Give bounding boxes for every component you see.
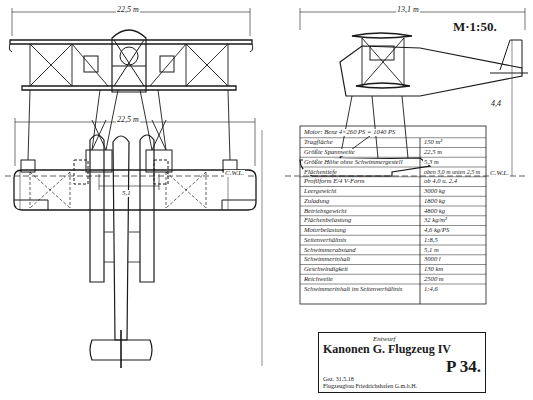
table-cell: Schwimmerinhalt im Seitenverhältnis: [303, 286, 403, 293]
table-cell: Größte Spannweite: [303, 149, 356, 156]
table-cell: Flächenbelastung: [303, 217, 352, 224]
title-block: EntwurfKanonen G. Flugzeug IVP 34.Gez. 3…: [318, 332, 486, 393]
dimension-label: C.W.L.: [224, 170, 245, 177]
table-cell: Zuladung: [303, 198, 330, 205]
front-view: [5, 8, 255, 190]
table-value: 5,3 m: [423, 159, 440, 166]
dimension-label: 13,1 m: [396, 6, 420, 14]
table-rule: [300, 147, 486, 148]
dimension-label: 5,1: [121, 190, 132, 197]
table-cell: Betriebsgewicht: [303, 208, 347, 215]
table-rule: [300, 206, 486, 207]
title-text: Kanonen G. Flugzeug IV: [323, 343, 481, 357]
table-cell: Tragfläche: [303, 139, 334, 146]
table-rule: [300, 284, 486, 285]
table-value: 32 kg/m²: [423, 217, 448, 224]
table-value: 2500 m: [423, 276, 445, 283]
dimension-label: 22,5 m: [116, 6, 140, 14]
table-value: ob 4,0 u. 2,4: [423, 178, 458, 185]
table-cell: Größte Höhe ohne Schwimmergestell: [303, 159, 403, 166]
table-value: 5,1 m: [423, 247, 440, 254]
table-rule: [300, 235, 486, 236]
table-value: oben 3,0 m unten 2,5 m: [423, 169, 481, 175]
top-view: [14, 118, 262, 368]
table-rule: [300, 137, 486, 138]
table-cell: Schwimmerinhalt: [303, 256, 351, 263]
dimension-label: C.W.L.: [489, 170, 510, 177]
side-view: [285, 8, 528, 176]
drawing-number: P 34.: [323, 357, 481, 377]
table-cell: Leergewicht: [303, 188, 337, 195]
dimension-label: 22,5 m: [116, 116, 140, 124]
scale-note: M·1:50.: [452, 20, 498, 33]
table-value: 1:4,6: [423, 286, 439, 293]
title-text: Gez. 31.5.18: [323, 376, 481, 383]
table-rule: [300, 215, 486, 216]
table-cell: Schwimmerabstand: [303, 247, 357, 254]
table-value: 22,5 m: [423, 149, 443, 156]
table-rule: [300, 274, 486, 275]
dimension-label: 4,4: [490, 100, 502, 108]
table-rule: [300, 254, 486, 255]
table-rule: [300, 196, 486, 197]
table-cell: Reichweite: [303, 276, 334, 283]
table-value: 150 m²: [423, 139, 443, 146]
table-rule: [300, 245, 486, 246]
table-cell: Flächentiefe: [303, 169, 338, 176]
table-cell: Profilform E/4 V-Form: [303, 178, 366, 185]
table-rule: [300, 157, 486, 158]
table-value: 3000 l: [423, 256, 442, 263]
table-cell: Motorbelastung: [303, 227, 347, 234]
title-text: Entwurf: [323, 335, 481, 343]
table-rule: [300, 264, 486, 265]
table-rule: [300, 186, 486, 187]
table-cell: Geschwindigkeit: [303, 266, 349, 273]
table-rule: [300, 167, 486, 168]
table-value: 1:8,5: [423, 237, 439, 244]
table-rule: [300, 225, 486, 226]
table-value: 3000 kg: [423, 188, 446, 195]
table-value: 1800 kg: [423, 198, 446, 205]
table-heading: Motor: Benz 4×260 PS = 1040 PS: [303, 129, 396, 136]
title-text: Flugzeugbau Friedrichshafen G.m.b.H.: [323, 383, 481, 390]
table-rule: [300, 176, 486, 177]
table-value: 4800 kg: [423, 208, 446, 215]
spec-table: [300, 126, 486, 304]
table-value: 4,6 kg/PS: [423, 227, 450, 234]
table-value: 130 km: [423, 266, 444, 273]
table-cell: Seitenverhältnis: [303, 237, 347, 244]
